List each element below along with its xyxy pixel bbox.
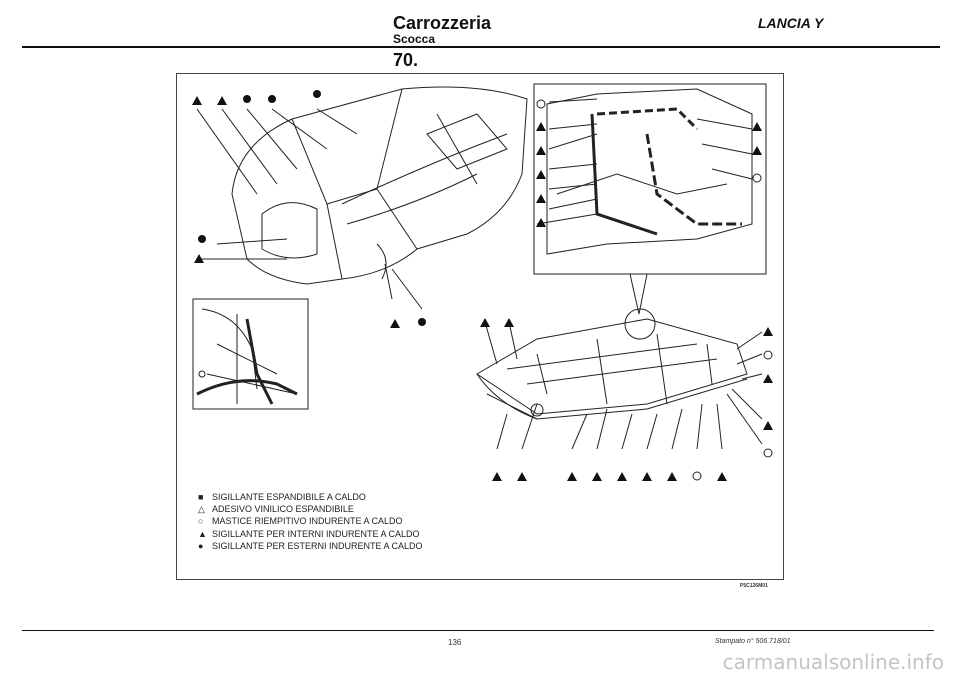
section-title: Carrozzeria [393,13,492,33]
footer-rule [22,630,934,631]
filled-square-icon: ■ [198,492,204,502]
legend-text: ADESIVO VINILICO ESPANDIBILE [212,504,354,515]
legend-item: ▲ SIGILLANTE PER INTERNI INDURENTE A CAL… [198,528,423,540]
legend-item: ○ MASTICE RIEMPITIVO INDURENTE A CALDO [198,515,423,527]
legend-text: SIGILLANTE ESPANDIBILE A CALDO [212,492,366,502]
filled-triangle-icon: ▲ [198,528,207,539]
sealant-diagram [176,73,784,580]
legend-text: SIGILLANTE PER ESTERNI INDURENTE A CALDO [212,540,423,551]
legend: ■ SIGILLANTE ESPANDIBILE A CALDO △ ADESI… [198,491,423,552]
filled-circle-icon: ● [198,540,204,551]
legend-text: MASTICE RIEMPITIVO INDURENTE A CALDO [212,516,403,527]
legend-item: ■ SIGILLANTE ESPANDIBILE A CALDO [198,491,423,503]
page-number: 136 [448,638,462,647]
hollow-circle-icon: ○ [198,516,204,527]
figure-code: P5C126M01 [740,583,768,589]
brand-label: LANCIA Y [758,15,824,31]
legend-item: ● SIGILLANTE PER ESTERNI INDURENTE A CAL… [198,540,423,552]
section-subtitle: Scocca [393,32,436,46]
legend-text: SIGILLANTE PER INTERNI INDURENTE A CALDO [212,528,420,539]
car-body-illustration [192,83,773,481]
watermark: carmanualsonline.info [722,650,944,674]
legend-item: △ ADESIVO VINILICO ESPANDIBILE [198,503,423,515]
section-number: 70. [393,50,419,70]
header-rule [22,46,940,48]
printed-reference: Stampato n° 506.718/01 [715,638,791,645]
hollow-triangle-icon: △ [198,504,205,515]
